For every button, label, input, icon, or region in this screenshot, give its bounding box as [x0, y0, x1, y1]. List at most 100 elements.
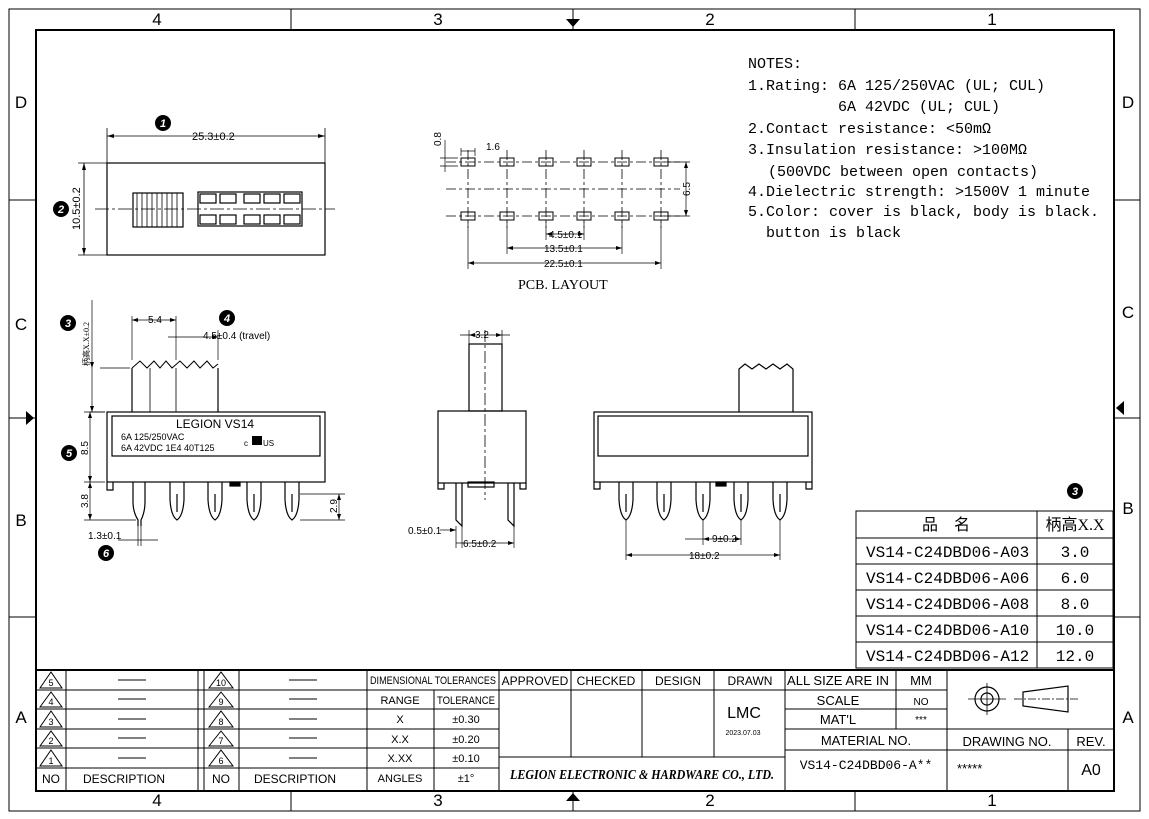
zone-top-1: 1: [987, 10, 996, 29]
rev-left-1: 1: [48, 756, 53, 766]
svg-text:3: 3: [1072, 486, 1078, 498]
variant-name: VS14-C24DBD06-A10: [866, 622, 1029, 640]
side-dim-65: 6.5±0.2: [463, 539, 497, 550]
tolerance-value: ±0.30: [452, 714, 479, 726]
note-line-1: 1.Rating: 6A 125/250VAC (UL; CUL): [748, 78, 1045, 95]
zone-left-d: D: [15, 93, 27, 112]
front-rating-ac: 6A 125/250VAC: [121, 432, 185, 442]
pcb-dim-pad-w: 1.6: [486, 142, 500, 153]
back-dim-18: 18±0.2: [689, 551, 720, 562]
side-view: 3.2 0.5±0.1 6.5±0.2: [408, 330, 527, 550]
rev-description-label-left: DESCRIPTION: [83, 772, 165, 786]
zone-left-a: A: [15, 708, 27, 727]
back-dim-9: 9±0.2: [712, 534, 737, 545]
rev-right-10: 10: [216, 678, 226, 688]
rev-right-6: 6: [218, 756, 223, 766]
dim-29: 2.9: [329, 499, 340, 513]
pcb-layout: 0.8 1.6 6.5 4.5±0.1 13.5±0.1 22.5±0.1 PC…: [433, 132, 693, 293]
svg-text:2: 2: [57, 204, 64, 216]
rev-description-label-right: DESCRIPTION: [254, 772, 336, 786]
pcb-caption: PCB. LAYOUT: [518, 278, 608, 293]
tolerance-value-header: TOLERANCE: [437, 695, 495, 707]
front-view-label-area: [111, 415, 321, 457]
drawn-by: LMC: [727, 705, 761, 722]
rev-no-label-left: NO: [42, 772, 60, 786]
scale-label: SCALE: [817, 693, 860, 708]
notes-heading: NOTES:: [748, 56, 802, 73]
mat-value: ***: [915, 715, 927, 726]
rev-right-9: 9: [218, 697, 223, 707]
zone-bottom-3: 3: [433, 791, 442, 810]
zone-bottom-4: 4: [152, 791, 161, 810]
tolerance-value: ±0.10: [452, 753, 479, 765]
checked-label: CHECKED: [577, 674, 636, 688]
drawn-label: DRAWN: [728, 674, 773, 688]
tolerance-range: X.XX: [387, 753, 413, 765]
note-line-8: button is black: [766, 225, 901, 242]
variant-height: 8.0: [1061, 596, 1090, 614]
tolerance-title: DIMENSIONAL TOLERANCES: [370, 675, 496, 687]
variant-height: 10.0: [1056, 622, 1094, 640]
design-label: DESIGN: [655, 674, 701, 688]
mat-label: MAT'L: [820, 712, 856, 727]
balloon-2: 2: [53, 201, 69, 217]
balloon-6: 6: [98, 545, 114, 561]
svg-text:c: c: [244, 439, 248, 448]
ul-us-text: US: [263, 439, 274, 448]
drawn-date: 2023.07.03: [725, 730, 760, 737]
variant-height: 12.0: [1056, 648, 1094, 666]
note-line-5: (500VDC between open contacts): [768, 164, 1038, 181]
material-no: VS14-C24DBD06-A**: [800, 758, 933, 773]
note-line-4: 3.Insulation resistance: >100MΩ: [748, 142, 1027, 159]
dim-width: 10.5±0.2: [71, 187, 83, 230]
rev-no-label-right: NO: [212, 772, 230, 786]
tolerance-range-header: RANGE: [380, 695, 419, 707]
zone-bottom-1: 1: [987, 791, 996, 810]
front-rating-dc: 6A 42VDC 1E4 40T125: [121, 443, 215, 453]
tolerance-value: ±1°: [458, 773, 475, 785]
variant-name: VS14-C24DBD06-A03: [866, 544, 1029, 562]
variants-header-name: 品 名: [922, 516, 970, 534]
pcb-dim-45: 4.5±0.1: [549, 230, 583, 241]
zone-top-3: 3: [433, 10, 442, 29]
rev-right-7: 7: [218, 736, 223, 746]
balloon-5: 5: [61, 445, 77, 461]
ul-certification-mark: c US: [244, 436, 274, 448]
frame-center-arrows: [26, 19, 1124, 801]
rev-left-5: 5: [48, 678, 53, 688]
zone-right-a: A: [1122, 708, 1134, 727]
zone-right-c: C: [1122, 303, 1134, 322]
back-view: 9±0.2 18±0.2: [593, 363, 813, 562]
top-view-actuator: [132, 192, 184, 228]
pcb-dim-pad-h: 0.8: [433, 132, 444, 146]
dim-13: 1.3±0.1: [88, 531, 122, 542]
drawing-no-label: DRAWING NO.: [962, 734, 1051, 749]
tolerance-range: ANGLES: [378, 773, 423, 785]
rev-left-3: 3: [48, 717, 53, 727]
rev-value: A0: [1081, 762, 1101, 779]
zone-top-4: 4: [152, 10, 161, 29]
tolerance-range: X.X: [391, 734, 409, 746]
balloon-4: 4: [219, 310, 235, 326]
variants-table: 3 品 名 柄高X.X VS14-C24DBD06-A03 3.0 VS14-C…: [855, 483, 1114, 669]
company-name: LEGION ELECTRONIC & HARDWARE CO., LTD.: [509, 768, 774, 783]
handle-height-label: 柄高X.X±0.2: [81, 322, 91, 366]
rev-left-2: 2: [48, 736, 53, 746]
size-unit: MM: [910, 673, 932, 688]
note-line-2: 6A 42VDC (UL; CUL): [838, 99, 1000, 116]
note-line-6: 4.Dielectric strength: >1500V 1 minute: [748, 184, 1090, 201]
dim-54: 5.4: [148, 315, 162, 326]
front-view-body: [106, 411, 326, 483]
variant-height: 6.0: [1061, 570, 1090, 588]
material-no-label: MATERIAL NO.: [821, 733, 911, 748]
zone-right-d: D: [1122, 93, 1134, 112]
svg-text:5: 5: [66, 448, 73, 460]
drawing-frame: [8, 8, 1141, 812]
zone-top-2: 2: [705, 10, 714, 29]
svg-text:6: 6: [103, 548, 110, 560]
approved-label: APPROVED: [502, 674, 569, 688]
size-unit-label: ALL SIZE ARE IN: [787, 673, 889, 688]
balloon-3: 3: [60, 315, 76, 331]
side-dim-32: 3.2: [475, 330, 489, 341]
